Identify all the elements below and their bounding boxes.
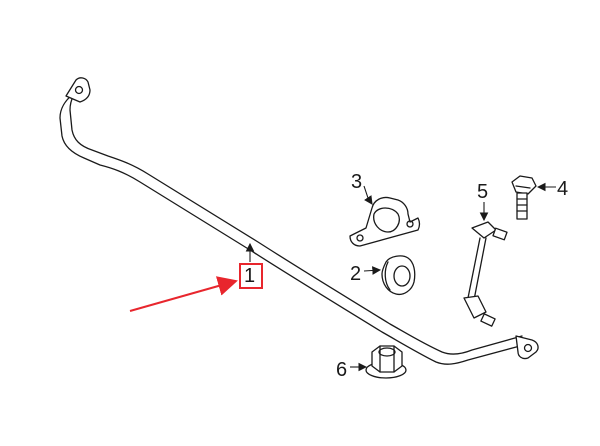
bolt: [511, 175, 537, 220]
stabilizer-link: [463, 221, 508, 327]
flange-nut: [365, 345, 407, 379]
bushing: [381, 255, 416, 296]
callout-2: 2: [350, 263, 361, 285]
leader-3: [363, 185, 373, 205]
callout-6: 6: [336, 359, 347, 381]
highlight-box: [239, 263, 263, 289]
callout-3: 3: [351, 171, 362, 193]
stabilizer-bar: [59, 77, 539, 365]
leader-2: [363, 266, 382, 275]
callout-4: 4: [557, 178, 568, 200]
bushing-bracket: [349, 196, 421, 247]
callout-1: 1: [244, 265, 255, 287]
highlight-arrow: [129, 276, 238, 312]
callout-5: 5: [477, 181, 488, 203]
